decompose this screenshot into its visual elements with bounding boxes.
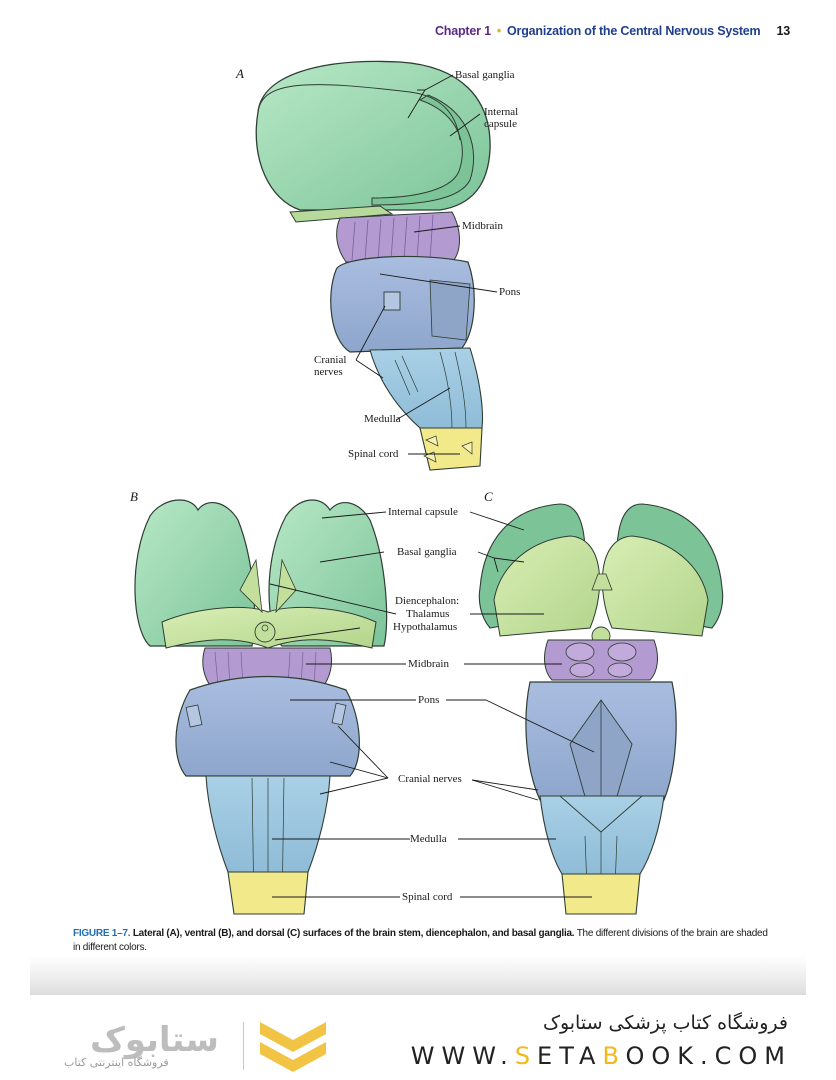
url-part: OOK.COM xyxy=(625,1042,792,1070)
label-a-cranial-nerves-line2: nerves xyxy=(314,366,343,378)
label-a-basal-ganglia: Basal ganglia xyxy=(455,69,515,81)
url-part: ETA xyxy=(537,1042,603,1070)
store-url[interactable]: WWW.SETABOOK.COM xyxy=(411,1042,792,1070)
chevron-logo-icon xyxy=(260,1022,326,1072)
watermark-footer xyxy=(0,1000,836,1080)
label-a-internal-capsule-line2: capsule xyxy=(484,118,517,130)
page-number: 13 xyxy=(776,24,790,38)
url-highlight: B xyxy=(602,1042,626,1070)
separator-dot: • xyxy=(496,24,502,38)
caption-bold-text: Lateral (A), ventral (B), and dorsal (C)… xyxy=(132,928,575,939)
caption-plain-text: The different divisions of the brain are… xyxy=(73,928,768,953)
page-bottom-shadow xyxy=(30,955,806,995)
label-diencephalon: Diencephalon: xyxy=(395,595,460,607)
panel-b-illustration xyxy=(134,499,416,915)
label-a-internal-capsule-line1: Internal xyxy=(484,106,519,118)
label-thalamus: Thalamus xyxy=(406,608,450,620)
label-basal-ganglia: Basal ganglia xyxy=(397,546,457,558)
panel-c-illustration xyxy=(446,503,724,915)
label-a-cranial-nerves-line1: Cranial xyxy=(314,354,347,366)
label-cranial-nerves: Cranial nerves xyxy=(398,773,462,785)
logo-divider xyxy=(243,1022,244,1070)
logo-wordmark: ستابوک xyxy=(90,1020,220,1060)
logo-subtitle: فروشگاه اینترنتی کتاب xyxy=(64,1056,169,1069)
label-internal-capsule: Internal capsule xyxy=(388,506,458,518)
figure-caption: FIGURE 1–7. Lateral (A), ventral (B), an… xyxy=(73,927,773,955)
label-a-midbrain: Midbrain xyxy=(462,220,503,232)
panel-c-letter: C xyxy=(484,489,493,504)
label-a-pons: Pons xyxy=(499,286,521,298)
label-a-spinal-cord: Spinal cord xyxy=(348,448,399,460)
label-a-medulla: Medulla xyxy=(364,413,401,425)
store-name: فروشگاه کتاب پزشکی ستابوک xyxy=(542,1012,788,1034)
panel-b-letter: B xyxy=(130,489,138,504)
figure-number: FIGURE 1–7. xyxy=(73,928,131,939)
brain-stem-figure xyxy=(134,60,724,915)
label-pons: Pons xyxy=(418,694,440,706)
chapter-label: Chapter 1 xyxy=(434,24,491,38)
url-highlight: S xyxy=(514,1042,538,1070)
chapter-title: Organization of the Central Nervous Syst… xyxy=(507,24,761,38)
running-head: Chapter 1 • Organization of the Central Ne… xyxy=(435,24,790,38)
label-spinal-cord: Spinal cord xyxy=(402,891,453,903)
panel-a-letter: A xyxy=(236,66,244,81)
url-part: WWW. xyxy=(410,1042,515,1070)
panel-a-illustration xyxy=(255,60,498,471)
label-hypothalamus: Hypothalamus xyxy=(393,621,458,633)
label-midbrain: Midbrain xyxy=(408,658,449,670)
label-medulla: Medulla xyxy=(410,833,447,845)
